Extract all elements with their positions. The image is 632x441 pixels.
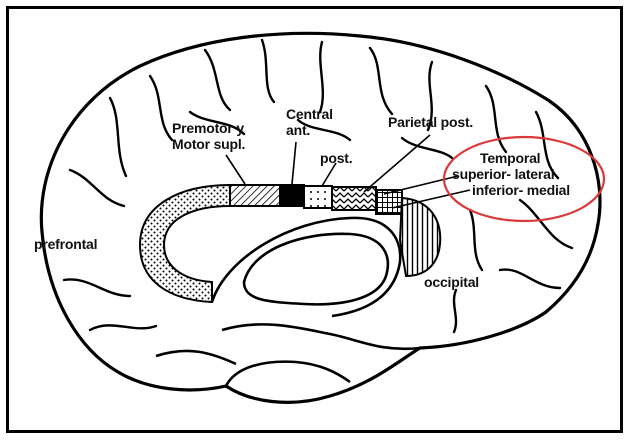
region-premotor-band [230, 185, 280, 206]
label-occipital: occipital [424, 274, 479, 290]
label-premotor-line1: Premotor y [172, 120, 245, 136]
label-central: Central ant. [286, 106, 333, 138]
label-prefrontal: prefrontal [34, 236, 97, 252]
label-temporal-line1: Temporal [460, 150, 570, 166]
label-central-line1: Central [286, 106, 333, 122]
label-temporal-line2: superior- lateral [452, 166, 570, 182]
label-premotor-line2: Motor supl. [172, 136, 245, 152]
label-post: post. [320, 150, 352, 166]
label-central-line2: ant. [286, 122, 333, 138]
label-temporal-line3: inferior- medial [460, 182, 570, 198]
label-parietal-post: Parietal post. [388, 114, 473, 130]
label-temporal: Temporal superior- lateral inferior- med… [460, 150, 570, 198]
region-central-post-band [304, 186, 332, 208]
region-central-ant-band [280, 185, 304, 206]
label-premotor: Premotor y Motor supl. [172, 120, 245, 152]
region-parietal-band [332, 187, 376, 210]
brain-outline [41, 33, 600, 402]
